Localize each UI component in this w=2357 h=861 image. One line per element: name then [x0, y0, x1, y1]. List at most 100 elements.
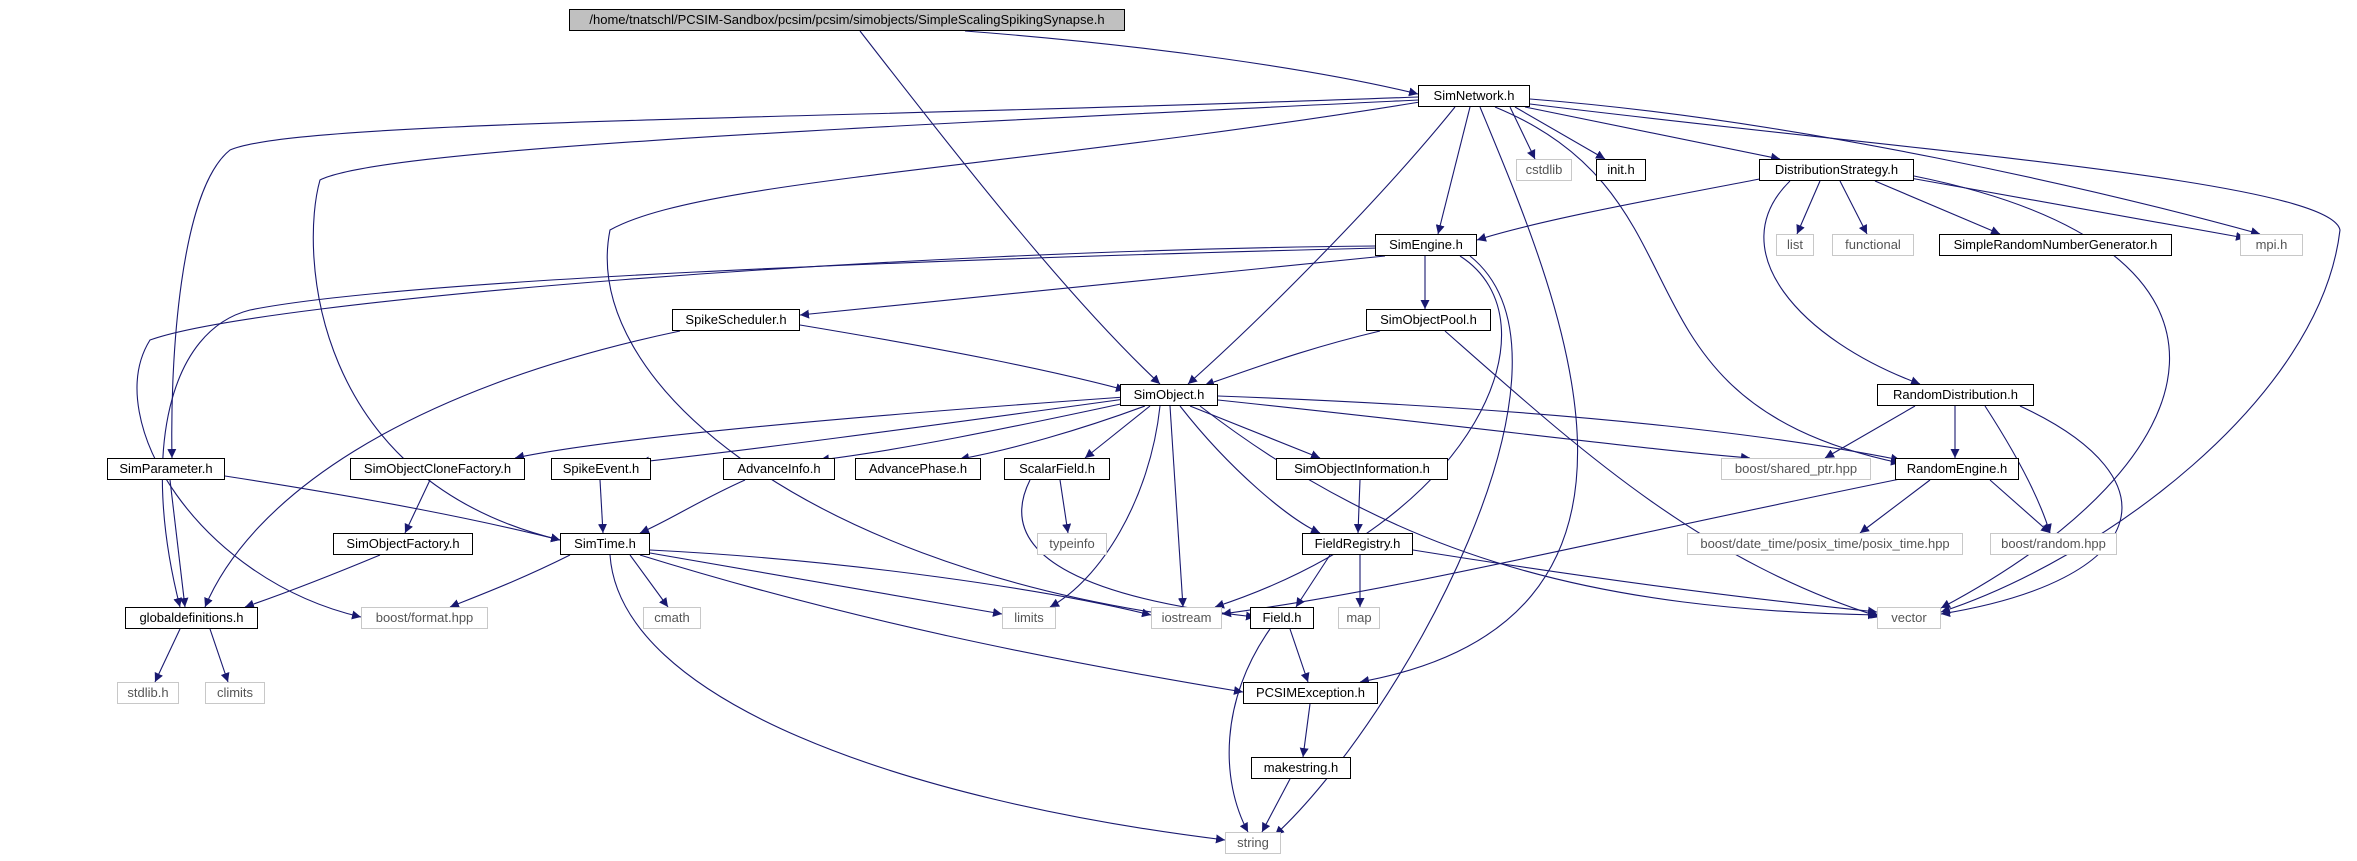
node-cmath: cmath — [643, 607, 701, 629]
edge-simobject-to-advancephase — [959, 405, 1146, 462]
node-stdlib: stdlib.h — [117, 682, 179, 704]
edge-field-to-string — [1228, 628, 1271, 833]
node-simobject[interactable]: SimObject.h — [1120, 384, 1218, 406]
edge-globaldefs-to-climits — [209, 628, 230, 683]
edge-simtime-to-limits — [649, 552, 1003, 617]
node-advancephase[interactable]: AdvancePhase.h — [855, 458, 981, 480]
node-map: map — [1338, 607, 1380, 629]
node-simplerng[interactable]: SimpleRandomNumberGenerator.h — [1939, 234, 2172, 256]
node-cstdlib: cstdlib — [1516, 159, 1572, 181]
edge-siminfo-to-fieldregistry — [1353, 479, 1363, 534]
node-makestring[interactable]: makestring.h — [1251, 757, 1351, 779]
node-posixtime: boost/date_time/posix_time/posix_time.hp… — [1687, 533, 1963, 555]
node-diststrategy[interactable]: DistributionStrategy.h — [1759, 159, 1914, 181]
edge-spikeevent-to-simtime — [597, 479, 607, 534]
node-simtime[interactable]: SimTime.h — [560, 533, 650, 555]
edge-simtime-to-string — [609, 554, 1226, 844]
node-simnetwork[interactable]: SimNetwork.h — [1418, 85, 1530, 107]
node-init[interactable]: init.h — [1596, 159, 1646, 181]
node-limits: limits — [1002, 607, 1056, 629]
node-mpi: mpi.h — [2240, 234, 2303, 256]
edge-diststrategy-to-functional — [1839, 180, 1868, 235]
edge-simnetwork-to-diststrategy — [1524, 106, 1781, 162]
node-clonefactory[interactable]: SimObjectCloneFactory.h — [350, 458, 525, 480]
node-fieldregistry[interactable]: FieldRegistry.h — [1302, 533, 1413, 555]
edge-pcsimexception-to-makestring — [1299, 703, 1311, 758]
edge-root-to-simnetwork — [964, 30, 1419, 97]
node-iostream: iostream — [1151, 607, 1222, 629]
edge-diststrategy-to-randomdist — [1763, 180, 1921, 386]
edge-randomdist-to-boostrandom — [1984, 405, 2052, 534]
edge-simnetwork-to-simparameter — [167, 96, 1419, 459]
edge-simparameter-to-globaldefs — [169, 479, 189, 608]
edge-simnetwork-to-init — [1514, 106, 1606, 160]
edge-fieldregistry-to-vector — [1412, 549, 1878, 616]
node-functional: functional — [1832, 234, 1914, 256]
edge-globaldefs-to-stdlib — [154, 628, 181, 683]
edge-simparameter-to-simtime — [224, 475, 561, 543]
node-simobjectpool[interactable]: SimObjectPool.h — [1366, 309, 1491, 331]
node-objfactory[interactable]: SimObjectFactory.h — [333, 533, 473, 555]
node-simengine[interactable]: SimEngine.h — [1375, 234, 1477, 256]
edge-scalarfield-to-typeinfo — [1059, 479, 1072, 534]
edge-randomengine-to-boostrandom — [1989, 479, 2051, 534]
edge-simobject-to-vector — [1199, 405, 1878, 620]
node-sharedptr: boost/shared_ptr.hpp — [1721, 458, 1871, 480]
node-globaldefs[interactable]: globaldefinitions.h — [125, 607, 258, 629]
node-simparameter[interactable]: SimParameter.h — [107, 458, 225, 480]
edge-simnetwork-to-iostream — [606, 101, 1421, 619]
node-spikescheduler[interactable]: SpikeScheduler.h — [672, 309, 800, 331]
edge-simengine-to-iostream — [1214, 255, 1503, 609]
edge-simobject-to-advanceinfo — [819, 401, 1131, 464]
edge-simobject-to-fieldregistry — [1179, 405, 1321, 534]
edge-simobject-to-scalarfield — [1084, 405, 1151, 459]
edge-simobject-to-iostream — [1169, 405, 1187, 608]
edge-simobject-to-limits — [1049, 405, 1161, 608]
node-siminfo[interactable]: SimObjectInformation.h — [1276, 458, 1448, 480]
edge-simengine-to-globaldefs — [161, 247, 1379, 608]
edge-fieldregistry-to-field — [1295, 554, 1331, 608]
edge-simengine-to-boostformat — [136, 245, 1377, 620]
node-spikeevent[interactable]: SpikeEvent.h — [551, 458, 651, 480]
edge-spikescheduler-to-simobject — [799, 324, 1126, 393]
edge-clonefactory-to-objfactory — [404, 479, 431, 534]
edge-simtime-to-boostformat — [449, 554, 571, 608]
edge-simengine-to-spikescheduler — [799, 255, 1386, 319]
edge-simobject-to-clonefactory — [514, 396, 1126, 461]
node-climits: climits — [205, 682, 265, 704]
node-list: list — [1776, 234, 1814, 256]
edge-advanceinfo-to-simtime — [639, 479, 746, 534]
node-randomdist[interactable]: RandomDistribution.h — [1877, 384, 2034, 406]
node-root[interactable]: /home/tnatschl/PCSIM-Sandbox/pcsim/pcsim… — [569, 9, 1125, 31]
edge-simnetwork-to-mpi — [1529, 98, 2261, 236]
edge-simobjectpool-to-simobject — [1204, 330, 1381, 387]
node-advanceinfo[interactable]: AdvanceInfo.h — [723, 458, 835, 480]
edge-diststrategy-to-simengine — [1476, 177, 1766, 242]
edge-randomdist-to-sharedptr — [1824, 405, 1916, 459]
edge-spikescheduler-to-globaldefs — [204, 330, 681, 608]
edge-simnetwork-to-pcsimexception — [1359, 106, 1579, 685]
edge-root-to-simobject — [859, 30, 1161, 385]
node-pcsimexception[interactable]: PCSIMException.h — [1243, 682, 1378, 704]
edge-simobject-to-randomengine — [1217, 395, 1901, 463]
edge-simobjectpool-to-vector — [1444, 330, 1881, 619]
edge-simtime-to-iostream — [649, 549, 1152, 618]
edge-simobject-to-spikeevent — [639, 398, 1126, 466]
node-typeinfo: typeinfo — [1037, 533, 1107, 555]
edge-makestring-to-string — [1261, 778, 1291, 833]
edge-diststrategy-to-list — [1796, 180, 1821, 235]
node-field[interactable]: Field.h — [1250, 607, 1314, 629]
edge-field-to-pcsimexception — [1289, 628, 1310, 683]
edge-objfactory-to-globaldefs — [244, 554, 381, 609]
edge-randomengine-to-posixtime — [1859, 479, 1931, 534]
node-vector: vector — [1877, 607, 1941, 629]
edge-simnetwork-to-vector — [1529, 103, 2341, 614]
edge-diststrategy-to-simplerng — [1874, 180, 2001, 235]
node-randomengine[interactable]: RandomEngine.h — [1895, 458, 2019, 480]
edge-simnetwork-to-randomengine — [1494, 106, 1901, 466]
node-scalarfield[interactable]: ScalarField.h — [1004, 458, 1110, 480]
edge-simnetwork-to-simtime — [312, 99, 1419, 543]
edge-simtime-to-cmath — [629, 554, 669, 608]
